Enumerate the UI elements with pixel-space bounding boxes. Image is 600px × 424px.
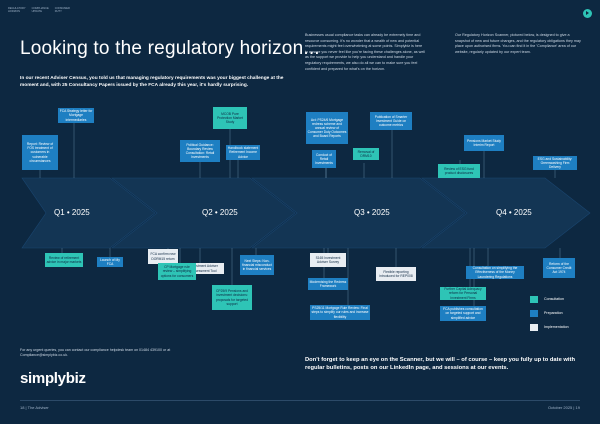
body-column-2: Our Regulatory Horizon Scanner, pictured…: [455, 33, 581, 54]
arrow-q3: [251, 177, 466, 249]
footer-divider: [20, 400, 580, 401]
legend-label-implementation: Implementation: [544, 325, 569, 329]
milestone-box: Removal of DRM10: [353, 148, 379, 160]
milestone-box: FCA publishes consultation on targeted s…: [440, 306, 486, 321]
milestone-box: Report: Review of FOS treatment of custo…: [22, 135, 58, 170]
header-section-3[interactable]: CONSUMER DUTY: [54, 7, 70, 13]
body-column-1: Businesses usual compliance tasks can al…: [305, 33, 426, 71]
arrow-q2: [111, 177, 296, 249]
milestone-box: Investment Adviser Assessment Tool: [184, 263, 224, 274]
call-to-action: Don't forget to keep an eye on the Scann…: [305, 357, 576, 371]
arrow-q4: [421, 177, 591, 249]
page-footer-left: 18 | The Adviser: [20, 405, 49, 410]
header-sections: REGULATORY HORIZON COMPLIANCE UPDATE CON…: [8, 7, 98, 13]
milestone-box: ESG and Sustainability: Greenwashing Fir…: [533, 156, 577, 170]
milestone-box: MCOB Pure Protection Market Study: [213, 107, 247, 129]
milestone-box: FCA confirm new DORM15 return: [148, 249, 178, 264]
milestone-box: Pensions Market Study Interim Report: [464, 135, 504, 151]
simplybiz-logo: simplybiz: [20, 370, 86, 387]
milestone-box: Flexible reporting introduced for REP008: [376, 267, 416, 281]
milestone-box: Publication of Smarter Investment Guide …: [370, 112, 412, 130]
milestone-box: Political Guidance: Boundary Review Cons…: [180, 140, 220, 162]
legend-swatch-preparation: [530, 310, 538, 317]
milestone-box: PS25/11 Mortgage Rule Review: Final step…: [310, 305, 370, 320]
play-icon[interactable]: [583, 9, 592, 18]
milestone-box: Modernising the Redress Framework: [308, 278, 348, 290]
milestone-box: Review of retirement advice in major mar…: [45, 253, 83, 267]
milestone-box: S165 Investment Adviser Survey: [310, 253, 346, 267]
milestone-box: Handbook statement Retirement Income Adv…: [226, 145, 260, 160]
legend-swatch-implementation: [530, 324, 538, 331]
milestone-box: FCA Strategy letter for Mortgage interme…: [58, 108, 94, 123]
quarter-label-q2: Q2 • 2025: [202, 208, 238, 217]
quarter-label-q4: Q4 • 2025: [496, 208, 532, 217]
milestone-box: Further Capital Adequacy reform for Pers…: [440, 287, 486, 300]
milestone-box: Conduct of Retail Investments: [312, 150, 336, 168]
milestone-box: Act: PS24/6 Mortgage redress scheme and …: [306, 112, 348, 144]
milestone-box: Consultation on simplifying the Effectiv…: [466, 266, 524, 279]
milestone-box: Review of ESG fund product disclosures: [438, 164, 480, 178]
milestone-box: CP Mortgage rule review – simplifying op…: [158, 263, 196, 280]
header-section-2[interactable]: COMPLIANCE UPDATE: [31, 7, 49, 13]
page-title: Looking to the regulatory horizon...: [20, 38, 320, 59]
helpdesk-note: For any urgent queries, you can contact …: [20, 348, 171, 357]
legend-swatch-consultation: [530, 296, 538, 303]
legend-label-preparation: Preparation: [544, 311, 563, 315]
quarter-label-q1: Q1 • 2025: [54, 208, 90, 217]
intro-text: In our recent Adviser Census, you told u…: [20, 76, 284, 88]
milestone-box: Launch of My FCA: [97, 257, 123, 267]
page-footer-right: October 2025 | 19: [548, 405, 580, 410]
milestone-box: Next Steps: Non-financial misconduct in …: [240, 255, 274, 275]
milestone-box: Reform of the Consumer Credit Act 1974: [543, 258, 575, 278]
milestone-box: CP25/9 Pensions and investment decisions…: [212, 285, 252, 310]
quarter-label-q3: Q3 • 2025: [354, 208, 390, 217]
legend-label-consultation: Consultation: [544, 297, 564, 301]
header-section-1[interactable]: REGULATORY HORIZON: [8, 7, 26, 13]
